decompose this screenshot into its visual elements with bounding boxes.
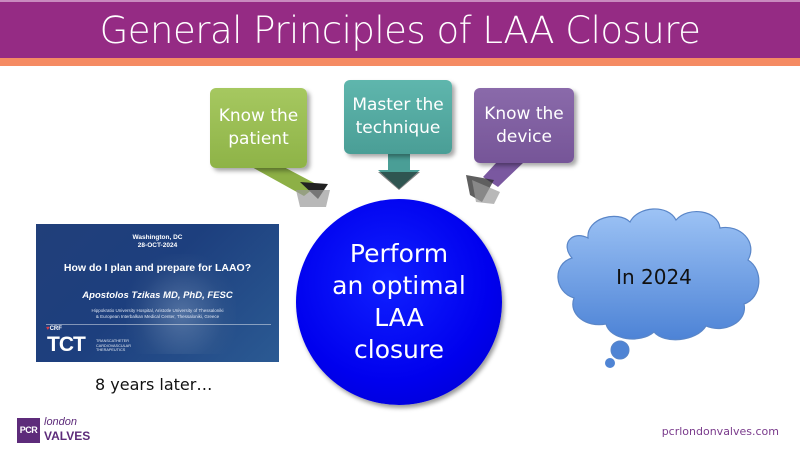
tct-sub-line: THERAPEUTICS [96,348,126,353]
slide-title: General Principles of LAA Closure [99,9,701,52]
arrow-teal-icon [378,154,420,190]
capitol-background-image [126,254,236,354]
tct-sub-line: TRANSCATHETER [96,339,130,343]
logo-london-text: london [44,416,78,428]
box-label-line: patient [228,129,289,149]
master-the-technique-box: Master the technique [344,80,452,154]
tct-subtitle: TRANSCATHETER CARDIOVASCULAR THERAPEUTIC… [96,339,131,353]
tct-slide-thumbnail: Washington, DC 28-OCT-2024 How do I plan… [36,224,279,362]
arrow-green-icon [250,166,330,207]
crf-logo: ♥CRF [46,326,62,332]
circle-text-line: an optimal [332,271,466,300]
circle-text-line: LAA [374,303,424,332]
title-bar: General Principles of LAA Closure [0,0,800,58]
thumbnail-location-date: Washington, DC 28-OCT-2024 [36,234,279,250]
thumbnail-author: Apostolos Tzikas MD, PhD, FESC [82,290,233,301]
heart-icon: ♥ [46,326,50,332]
cloud-text: In 2024 [616,265,692,289]
tct-logo: TCT [47,333,86,356]
know-the-patient-box: Know the patient [210,88,307,168]
thought-cloud-icon [557,208,760,368]
title-accent-stripe [0,58,800,66]
tct-sub-line: CARDIOVASCULAR [96,343,131,348]
affiliation-line: Hippokratio University Hospital, Aristot… [91,308,224,313]
thumbnail-divider [46,324,271,325]
circle-text-line: closure [354,335,444,364]
thumbnail-date: 28-OCT-2024 [137,242,178,249]
thumbnail-affiliation: Hippokratio University Hospital, Aristot… [36,308,279,320]
know-the-device-box: Know the device [474,88,574,163]
box-label-line: technique [355,118,441,138]
crf-label: CRF [49,326,62,332]
thumbnail-caption: 8 years later… [95,375,213,394]
affiliation-line: & European Interbalkan Medical Center, T… [95,314,220,319]
center-goal-circle: Perform an optimal LAA closure [296,199,502,405]
box-label-line: device [496,126,552,147]
thumbnail-location: Washington, DC [132,234,183,241]
box-label-line: Master the [352,95,444,115]
box-label-line: Know the [484,103,564,124]
pcr-logo-mark: PCR [17,418,40,443]
circle-text-line: Perform [349,239,449,268]
logo-valves-text: VALVES [44,429,91,443]
pcr-london-valves-logo: PCR london VALVES [17,416,107,443]
arrow-purple-icon [466,162,524,204]
box-label-line: Know the [218,106,299,126]
thumbnail-question: How do I plan and prepare for LAAO? [63,262,252,274]
website-link[interactable]: pcrlondonvalves.com [661,425,779,438]
